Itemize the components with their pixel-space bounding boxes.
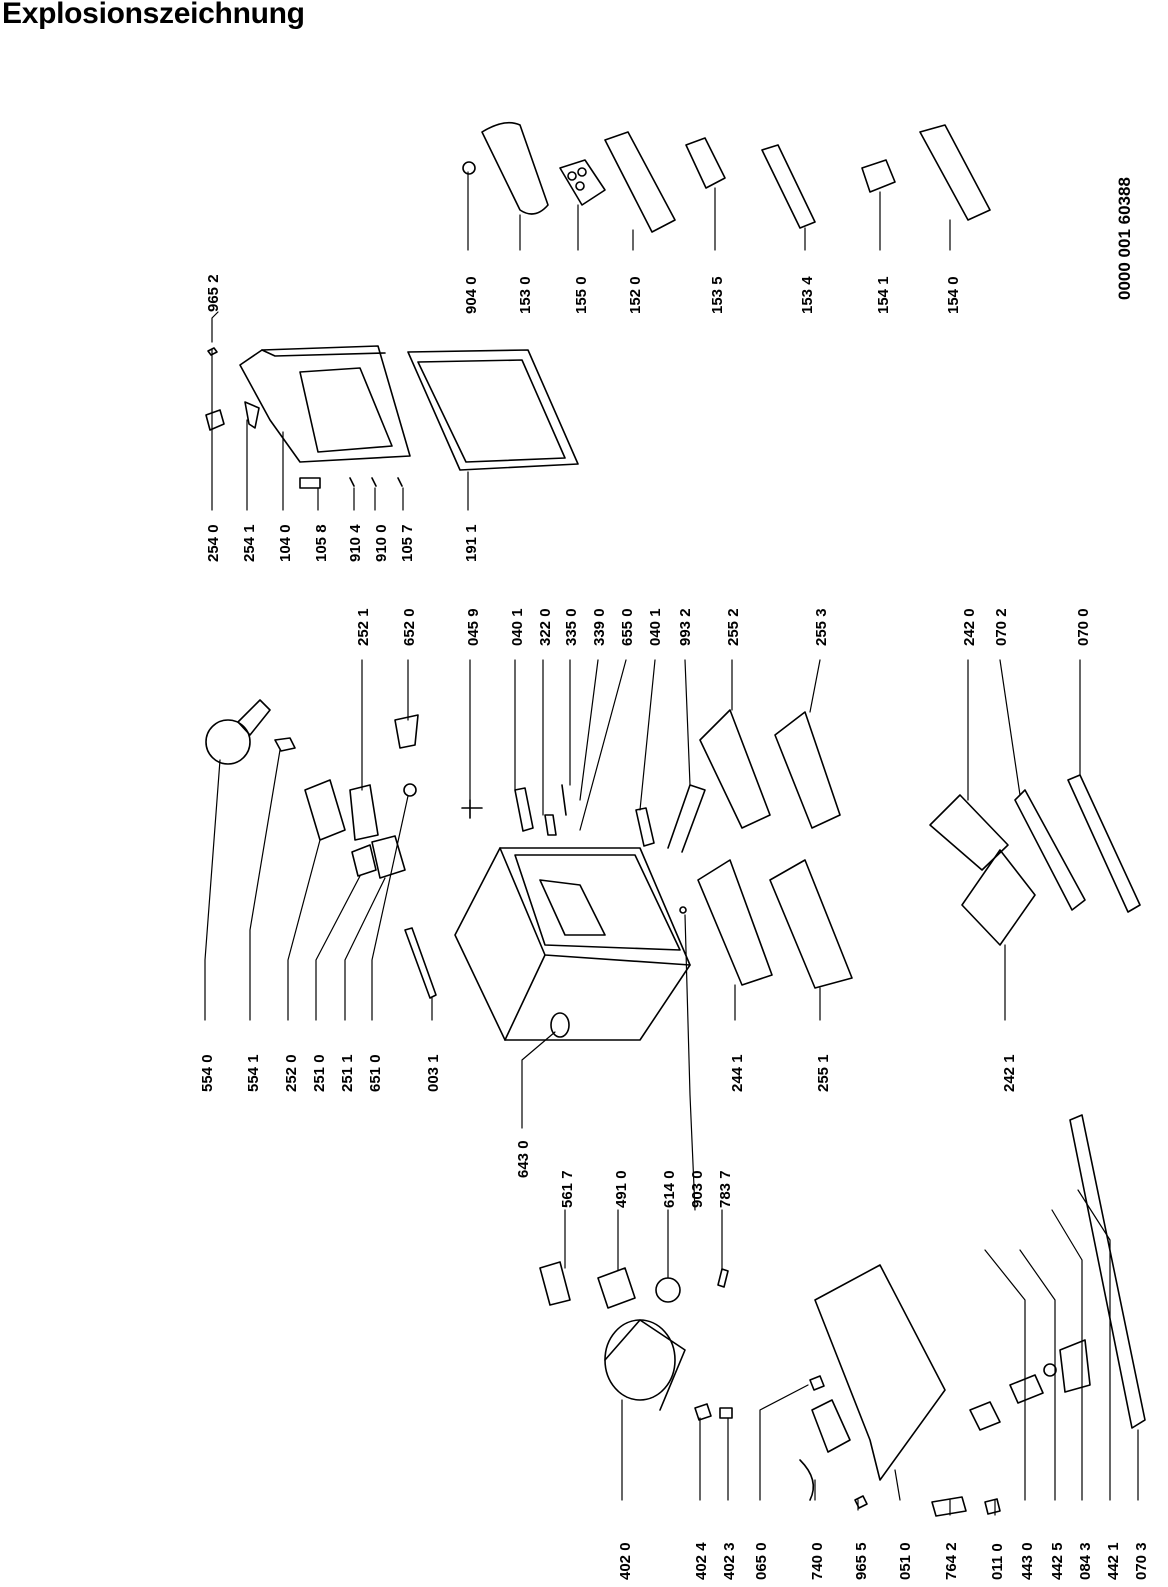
part-label: 255 3	[813, 608, 830, 646]
parts-drawing	[204, 121, 1146, 1517]
leader-lines	[204, 171, 1139, 1516]
part-label: 152 0	[627, 276, 644, 314]
part-label: 402 4	[693, 1542, 710, 1580]
part-label: 045 9	[465, 608, 482, 646]
part-label: 322 0	[537, 608, 554, 646]
part-label: 252 0	[283, 1054, 300, 1092]
part-label: 154 1	[875, 276, 892, 314]
part-label: 254 0	[205, 524, 222, 562]
part-label: 254 1	[241, 524, 258, 562]
part-label: 251 1	[339, 1054, 356, 1092]
part-label: 655 0	[619, 608, 636, 646]
part-label: 084 3	[1077, 1542, 1094, 1580]
cabinet-body	[454, 847, 691, 1041]
part-label: 242 0	[961, 608, 978, 646]
part-label: 153 0	[517, 276, 534, 314]
part-label: 255 2	[725, 608, 742, 646]
part-label: 003 1	[425, 1054, 442, 1092]
cabinet-fittings	[461, 784, 706, 853]
crisper-drawers	[929, 774, 1141, 946]
part-label: 910 0	[373, 524, 390, 562]
part-label: 965 5	[853, 1542, 870, 1580]
part-label: 442 5	[1049, 1542, 1066, 1580]
part-label: 443 0	[1019, 1542, 1036, 1580]
part-label: 903 0	[689, 1170, 706, 1208]
part-label: 651 0	[367, 1054, 384, 1092]
part-label: 904 0	[463, 276, 480, 314]
part-label: 105 8	[313, 524, 330, 562]
part-label: 554 0	[199, 1054, 216, 1092]
part-label: 153 4	[799, 276, 816, 314]
part-label: 252 1	[355, 608, 372, 646]
part-label: 335 0	[563, 608, 580, 646]
part-label: 105 7	[399, 524, 416, 562]
door-parts	[205, 345, 579, 489]
part-label: 764 2	[943, 1542, 960, 1580]
glass-shelves	[697, 709, 853, 989]
page-title: Explosionszeichnung	[2, 0, 305, 30]
part-labels: 965 2 254 0 254 1 104 0 105 8 910 4 910 0 105 7…	[199, 274, 1150, 1580]
part-label: 339 0	[591, 608, 608, 646]
part-label: 402 3	[721, 1542, 738, 1580]
part-label: 011 0	[989, 1543, 1006, 1580]
part-label: 740 0	[809, 1542, 826, 1580]
part-label: 242 1	[1001, 1054, 1018, 1092]
door-shelves	[462, 121, 991, 233]
part-label: 040 1	[509, 608, 526, 646]
upper-components	[205, 699, 437, 999]
part-label: 191 1	[463, 524, 480, 562]
part-label: 070 3	[1133, 1542, 1150, 1580]
part-label: 910 4	[347, 524, 364, 562]
part-label: 554 1	[245, 1054, 262, 1092]
part-label: 153 5	[709, 276, 726, 314]
part-label: 614 0	[661, 1170, 678, 1208]
part-label: 255 1	[815, 1054, 832, 1092]
part-label: 965 2	[205, 274, 222, 312]
part-label: 070 0	[1075, 608, 1092, 646]
part-label: 652 0	[401, 608, 418, 646]
part-label: 051 0	[897, 1542, 914, 1580]
part-label: 993 2	[677, 608, 694, 646]
part-label: 070 2	[993, 608, 1010, 646]
part-label: 251 0	[311, 1054, 328, 1092]
part-label: 065 0	[753, 1542, 770, 1580]
part-label: 442 1	[1105, 1542, 1122, 1580]
part-label: 643 0	[515, 1140, 532, 1178]
part-label: 104 0	[277, 524, 294, 562]
lower-components	[539, 1114, 1146, 1517]
part-label: 040 1	[647, 608, 664, 646]
part-label: 155 0	[573, 276, 590, 314]
part-label: 244 1	[729, 1054, 746, 1092]
document-number: 0000 001 60388	[1115, 177, 1134, 300]
part-label: 561 7	[559, 1170, 576, 1208]
part-label: 154 0	[945, 276, 962, 314]
part-label: 402 0	[617, 1542, 634, 1580]
part-label: 783 7	[717, 1170, 734, 1208]
part-label: 491 0	[613, 1170, 630, 1208]
